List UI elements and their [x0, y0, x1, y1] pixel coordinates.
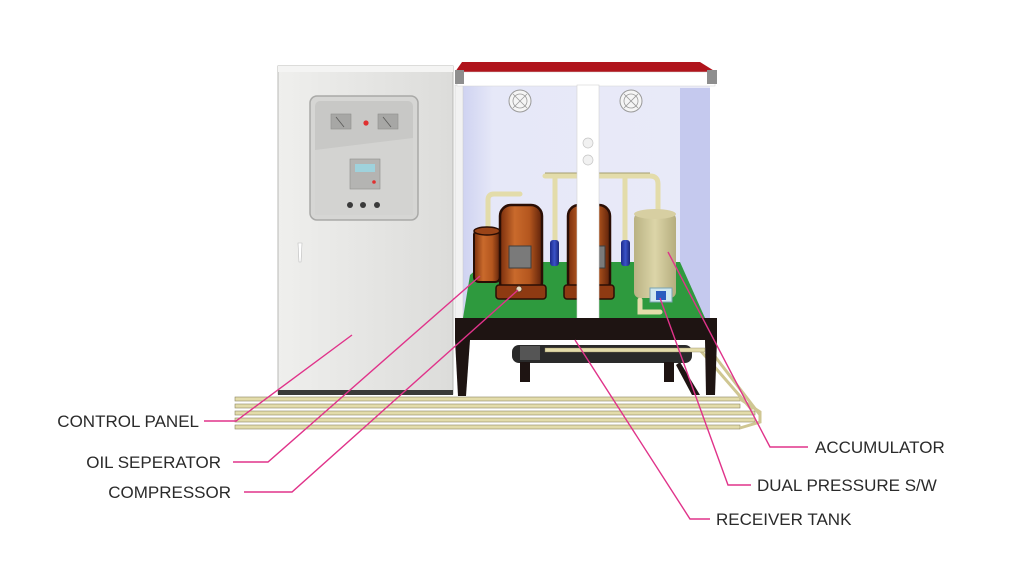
leader-dual-pressure-switch	[659, 297, 751, 486]
compressor-left	[495, 203, 547, 300]
indicator-lamp-icon	[363, 120, 369, 126]
leader-lines	[204, 251, 808, 520]
label-receiver-tank: RECEIVER TANK	[716, 510, 852, 529]
fan-icon	[508, 89, 532, 113]
filter-drier	[621, 240, 630, 266]
condensing-unit	[454, 62, 717, 396]
support-frame	[455, 318, 717, 396]
accumulator	[634, 209, 676, 298]
filter-drier	[550, 240, 559, 266]
digital-controller-icon	[349, 158, 381, 190]
label-dual-pressure-switch: DUAL PRESSURE S/W	[757, 476, 937, 495]
receiver-tank	[512, 345, 706, 382]
oil-separator	[473, 226, 501, 283]
label-accumulator: ACCUMULATOR	[815, 438, 945, 457]
door-handle-icon	[297, 242, 303, 263]
labels-left: CONTROL PANEL OIL SEPERATOR COMPRESSOR	[57, 412, 231, 502]
analog-meter-icon	[330, 113, 352, 130]
selector-knobs	[347, 202, 380, 208]
center-pillar	[576, 84, 600, 321]
fan-icon	[619, 89, 643, 113]
label-control-panel: CONTROL PANEL	[57, 412, 199, 431]
floor-pipes	[234, 349, 762, 430]
leader-accumulator	[667, 251, 808, 448]
leader-control-panel	[204, 334, 353, 422]
label-oil-separator: OIL SEPERATOR	[86, 453, 221, 472]
label-compressor: COMPRESSOR	[108, 483, 231, 502]
roof	[455, 62, 716, 72]
analog-meter-icon	[377, 113, 399, 130]
control-panel-cabinet	[277, 65, 454, 395]
leader-oil-separator	[233, 275, 481, 463]
leader-receiver-tank	[574, 339, 710, 520]
labels-right: ACCUMULATOR DUAL PRESSURE S/W RECEIVER T…	[716, 438, 945, 529]
leader-compressor	[244, 289, 519, 493]
